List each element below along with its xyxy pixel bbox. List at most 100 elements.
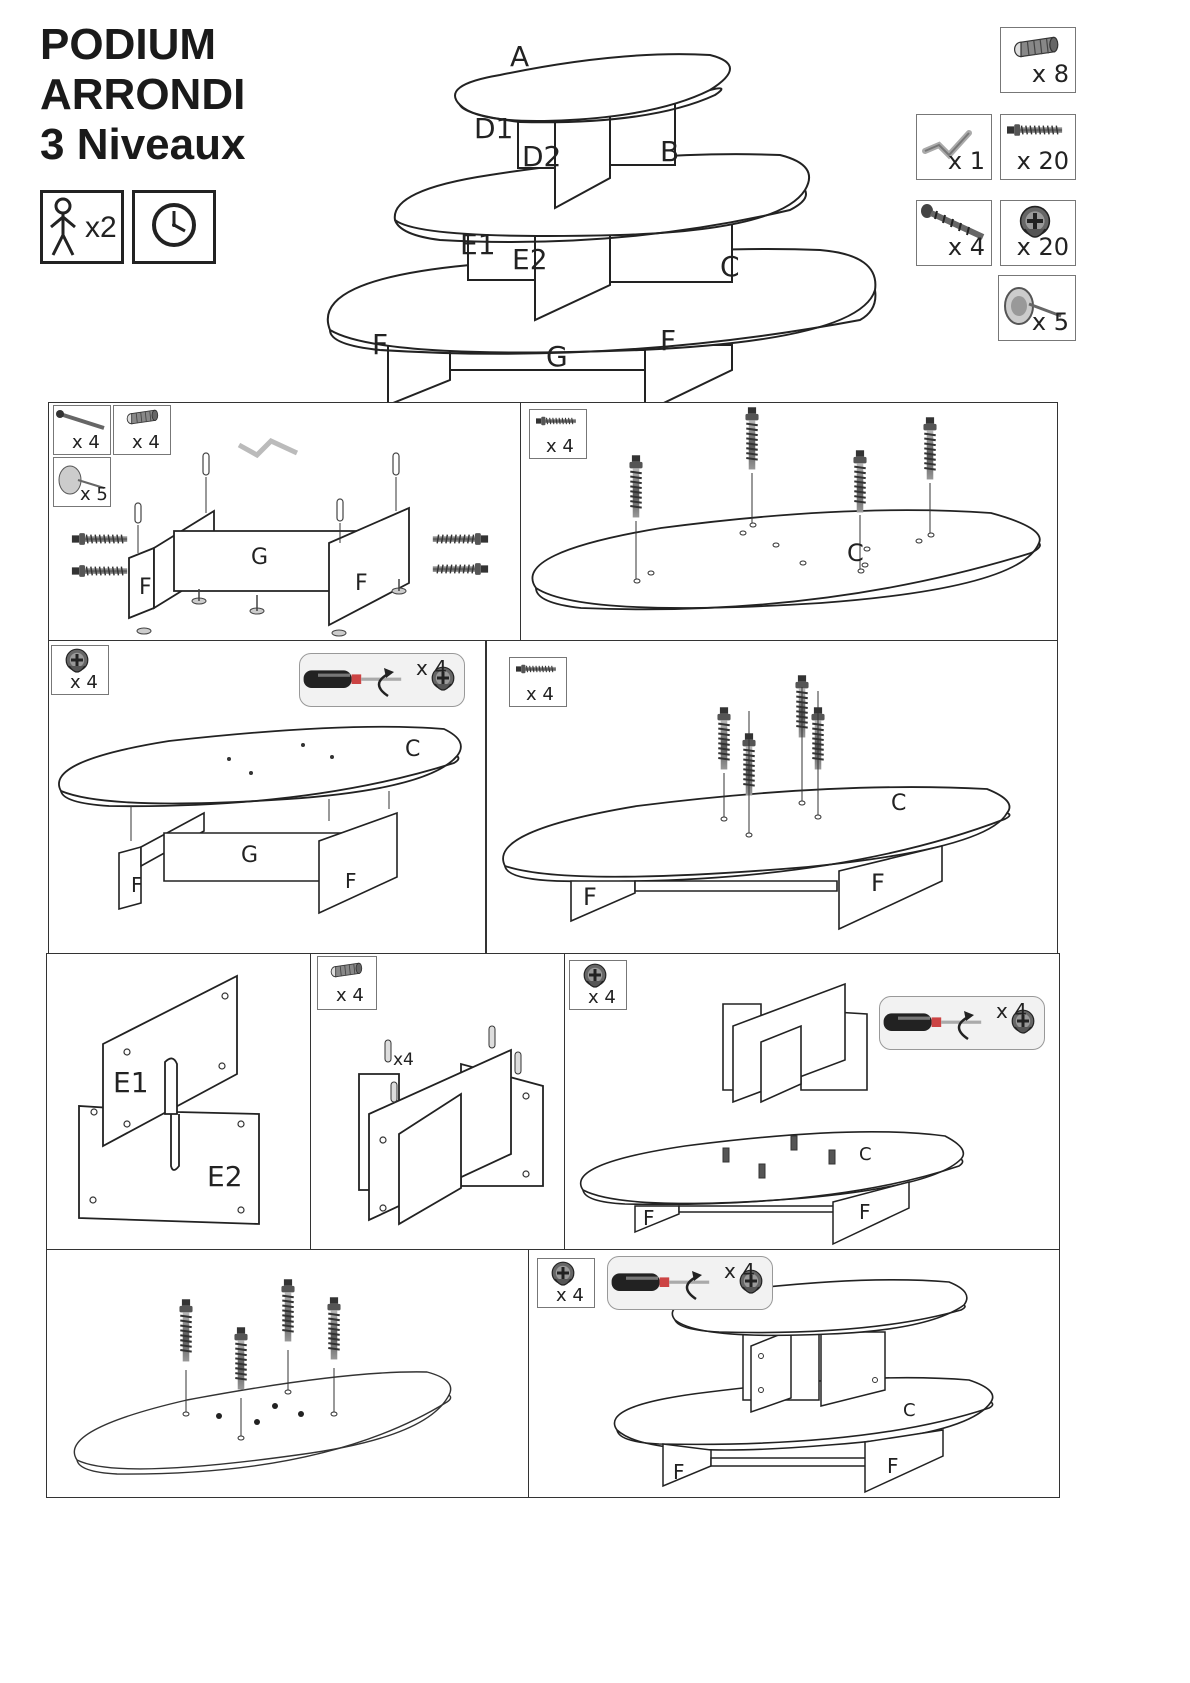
step-1-glide-count: x 5 (80, 484, 108, 505)
step-6-inline-count: x4 (393, 1050, 414, 1070)
glide-nail-icon (58, 465, 105, 495)
step-7-tool-count: x 4 (996, 999, 1027, 1023)
cam-bolt-icon (1007, 123, 1063, 137)
step-4-bolt-count: x 4 (526, 684, 554, 705)
hardware-wood-screw: x 4 (916, 200, 992, 266)
step-4-drawing (502, 674, 1011, 931)
dowel-icon (1013, 36, 1059, 58)
label-A: A (510, 40, 530, 73)
page-title: PODIUM ARRONDI 3 Niveaux (40, 20, 245, 170)
step-4-label-C: C (891, 791, 907, 816)
label-F-right: F (660, 324, 677, 357)
step-9-tool-count: x 4 (724, 1259, 755, 1283)
label-G: G (546, 340, 568, 373)
step-7-drawing (580, 982, 965, 1246)
cam-lock-icon (582, 963, 608, 989)
step-6-drawing (358, 1025, 544, 1226)
step-9-camlock-count: x 4 (556, 1285, 584, 1306)
persons-count: x2 (85, 211, 117, 244)
step-1-drawing (71, 437, 489, 637)
title-line-3: 3 Niveaux (40, 120, 246, 169)
cam-bolt-icon (516, 664, 557, 674)
hardware-cam-bolt-count: x 20 (1016, 147, 1069, 175)
label-E2: E2 (512, 243, 548, 276)
step-9-drawing (613, 1278, 994, 1494)
allen-key-icon (922, 130, 972, 160)
persons-pictogram: x2 (40, 190, 124, 264)
step-8-drawing (73, 1278, 452, 1475)
step-5-panel: E1 E2 (46, 953, 312, 1251)
step-1-label-F-left: F (139, 575, 152, 600)
step-7-tool-badge: x 4 (879, 996, 1045, 1050)
step-9-label-F-right: F (887, 1454, 899, 1478)
step-3-tool-count: x 4 (416, 656, 447, 680)
step-3-label-G: G (241, 843, 259, 868)
step-1-glide-badge: x 5 (53, 457, 111, 507)
step-5-label-E1: E1 (113, 1066, 149, 1099)
step-4-bolt-badge: x 4 (509, 657, 567, 707)
hardware-dowel: x 8 (1000, 27, 1076, 93)
step-3-tool-badge: x 4 (299, 653, 465, 707)
label-D2: D2 (522, 140, 562, 173)
label-C: C (720, 250, 740, 283)
hardware-cam-lock-count: x 20 (1016, 233, 1069, 261)
cam-lock-icon (64, 648, 90, 674)
hardware-glide-nail: x 5 (998, 275, 1076, 341)
step-3-panel: x 4 x 4 C G F F (48, 640, 486, 955)
step-2-label-C: C (847, 539, 864, 567)
step-3-camlock-count: x 4 (70, 672, 98, 693)
step-2-drawing (531, 406, 1041, 611)
hardware-allen-key: x 1 (916, 114, 992, 180)
label-B: B (660, 135, 680, 168)
step-5-label-E2: E2 (207, 1160, 243, 1193)
label-D1: D1 (474, 112, 514, 145)
title-line-2: ARRONDI (40, 70, 246, 119)
step-6-panel: x 4 x4 (310, 953, 566, 1251)
step-9-label-C: C (903, 1400, 916, 1421)
step-3-label-C: C (405, 737, 421, 762)
step-5-drawing (78, 974, 260, 1225)
step-2-panel: x 4 C (520, 402, 1058, 642)
step-1-dowel-count: x 4 (132, 432, 160, 453)
hardware-wood-screw-count: x 4 (947, 233, 985, 261)
step-9-camlock-badge: x 4 (537, 1258, 595, 1308)
label-E1: E1 (460, 228, 496, 261)
step-9-label-F-left: F (673, 1460, 685, 1484)
step-3-drawing (58, 725, 462, 915)
cam-lock-icon (550, 1261, 576, 1287)
dowel-icon (126, 409, 159, 425)
step-3-label-F-right: F (345, 869, 357, 893)
hardware-cam-lock: x 20 (1000, 200, 1076, 266)
step-4-label-F-left: F (583, 883, 597, 911)
step-6-dowel-badge: x 4 (317, 956, 377, 1010)
step-1-screw-badge: x 4 (53, 405, 111, 455)
step-1-panel: x 4 x 4 x 5 G F F (48, 402, 522, 642)
hardware-glide-nail-count: x 5 (1031, 308, 1069, 336)
step-3-label-F-left: F (131, 873, 143, 897)
step-1-label-F-right: F (355, 571, 368, 596)
step-4-panel: x 4 C F F (486, 640, 1058, 955)
step-7-camlock-count: x 4 (588, 987, 616, 1008)
wood-screw-icon (56, 410, 105, 430)
screwdriver-icon (611, 1269, 764, 1301)
title-line-1: PODIUM (40, 20, 216, 69)
step-7-camlock-badge: x 4 (569, 960, 627, 1010)
step-2-bolt-badge: x 4 (529, 409, 587, 459)
hardware-allen-key-count: x 1 (947, 147, 985, 175)
person-icon (50, 197, 76, 256)
step-1-screw-count: x 4 (72, 432, 100, 453)
step-1-label-G: G (251, 545, 269, 570)
step-4-label-F-right: F (871, 869, 885, 897)
step-8-panel (46, 1249, 530, 1498)
overview-drawing (326, 53, 877, 414)
label-F-left: F (372, 328, 389, 361)
hardware-dowel-count: x 8 (1031, 60, 1069, 88)
screwdriver-icon (883, 1009, 1036, 1041)
step-6-dowel-count: x 4 (336, 985, 364, 1006)
hardware-cam-bolt: x 20 (1000, 114, 1076, 180)
step-9-panel: x 4 x 4 C F F (528, 1249, 1060, 1498)
glide-nail-icon (1004, 287, 1062, 325)
dowel-icon (330, 962, 363, 978)
step-2-bolt-count: x 4 (546, 436, 574, 457)
step-3-camlock-badge: x 4 (51, 645, 109, 695)
